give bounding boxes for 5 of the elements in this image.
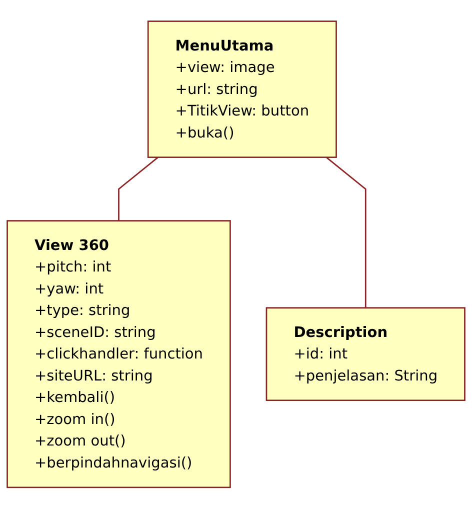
node-box: MenuUtama +view: image +url: string +TitikView: button +buka() [147, 20, 337, 158]
node-box: View 360 +pitch: int +yaw: int +type: string +sceneID: string +clickhandler: function +siteURL: string +kembali() +zoom in() +zoom out() +berpindahnavigasi() [6, 220, 231, 488]
connector [326, 156, 366, 308]
connector [118, 156, 158, 220]
node-box: Description +id: int +penjelasan: String [266, 306, 466, 401]
